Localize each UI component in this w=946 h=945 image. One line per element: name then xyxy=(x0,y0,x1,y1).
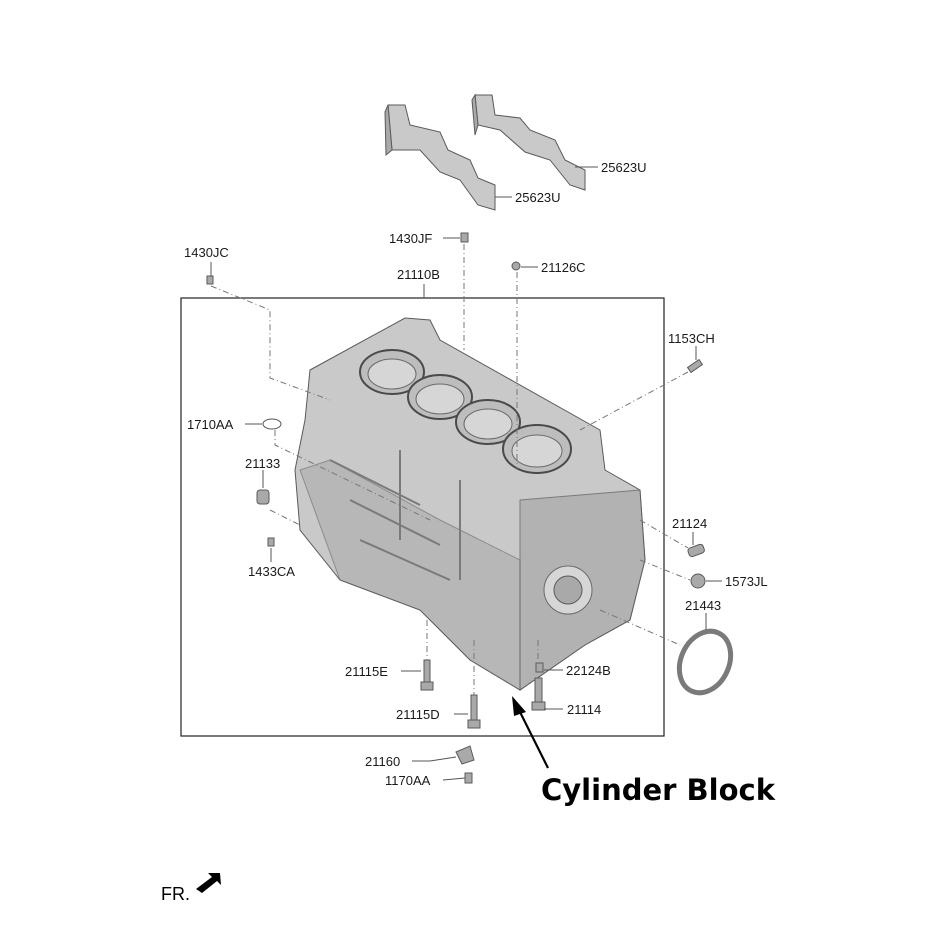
callout-1430JF: 1430JF xyxy=(389,231,432,246)
assembly-frame xyxy=(180,297,665,737)
callout-21115E: 21115E xyxy=(345,664,388,679)
center-lines xyxy=(210,244,691,695)
callout-1153CH: 1153CH xyxy=(668,331,715,346)
title-pointer-arrow xyxy=(512,696,549,769)
callout-25623U-upper: 25623U xyxy=(601,160,647,175)
leader-lines xyxy=(210,166,722,781)
callout-1430JC: 1430JC xyxy=(184,245,229,260)
callout-21133: 21133 xyxy=(245,456,280,471)
diagram-title: Cylinder Block xyxy=(541,773,776,807)
callout-21115D: 21115D xyxy=(396,707,440,722)
callout-1433CA: 1433CA xyxy=(248,564,295,579)
callout-22124B: 22124B xyxy=(566,663,611,678)
front-arrow-icon xyxy=(196,873,221,893)
callout-25623U-lower: 25623U xyxy=(515,190,561,205)
bearing-ladder-upper xyxy=(471,93,586,191)
callout-21114: 21114 xyxy=(567,702,601,717)
bearing-ladder-lower xyxy=(384,104,496,211)
small-parts xyxy=(206,232,734,784)
callout-1573JL: 1573JL xyxy=(725,574,768,589)
front-direction-label: FR. xyxy=(161,884,190,904)
callout-21443: 21443 xyxy=(685,598,721,613)
callout-1170AA: 1170AA xyxy=(385,773,431,788)
callout-labels: 25623U 25623U 1430JF 1430JC 21110B 21126… xyxy=(184,160,768,788)
cylinder-block-illustration xyxy=(294,317,646,691)
callout-21126C: 21126C xyxy=(541,260,586,275)
callout-21124: 21124 xyxy=(672,516,707,531)
callout-1710AA: 1710AA xyxy=(187,417,234,432)
callout-21160: 21160 xyxy=(365,754,400,769)
callout-21110B: 21110B xyxy=(397,267,440,282)
